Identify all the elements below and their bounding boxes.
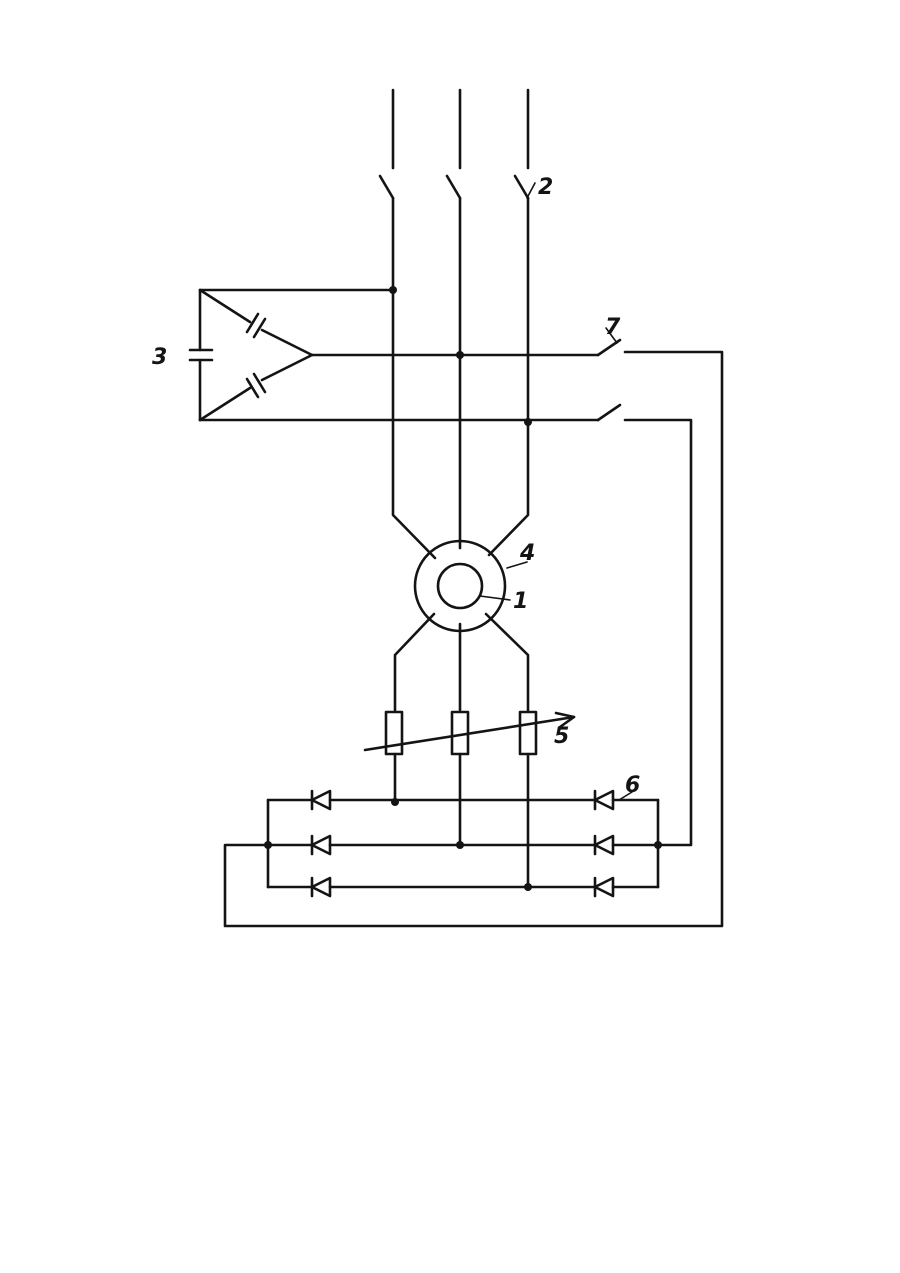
- label-braking-switch: 7: [605, 315, 621, 340]
- motor: [415, 541, 505, 631]
- label-mains-switch: 2: [538, 175, 553, 200]
- label-rotor: 1: [513, 589, 528, 614]
- diode-right-middle: [595, 836, 613, 854]
- label-rheostat: 5: [554, 724, 569, 749]
- label-capacitor-bank: 3: [152, 345, 167, 370]
- diode-right-top: [595, 791, 613, 809]
- braking-switch: [225, 340, 722, 926]
- diode-right-bottom: [595, 878, 613, 896]
- diode-left-bottom: [312, 878, 330, 896]
- phase-conductors: [393, 198, 528, 558]
- rotor-leads: [395, 614, 528, 710]
- main-switch: [380, 176, 528, 198]
- diode-left-top: [312, 791, 330, 809]
- diode-left-middle: [312, 836, 330, 854]
- label-stator: 4: [519, 541, 535, 566]
- supply-lines: [393, 90, 528, 168]
- leader-lines: [480, 183, 632, 800]
- label-rectifier: 6: [625, 773, 640, 798]
